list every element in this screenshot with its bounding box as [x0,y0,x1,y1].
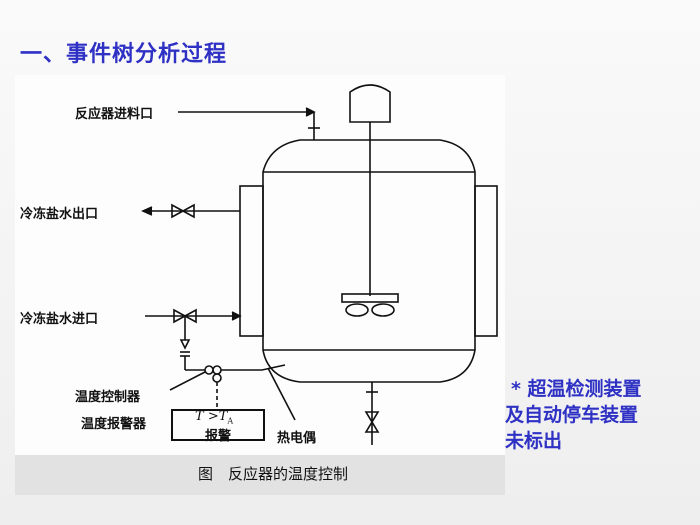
label-temp-controller: 温度控制器 [75,390,141,405]
caption-bar [15,455,505,495]
label-thermocouple: 热电偶 [277,431,317,446]
alarm-text: 报警 [205,429,232,444]
jacket-left [239,185,264,337]
note-text: * 超温检测装置 及自动停车装置 未标出 [505,376,642,454]
note-line: 未标出 [505,430,563,452]
jacket-right [474,185,498,337]
impeller [341,293,399,303]
figure-caption: 图 反应器的温度控制 [198,465,349,483]
motor [349,84,391,123]
reactor-schematic [141,84,498,445]
slide-title: 一、事件树分析过程 [20,42,228,67]
note-line: * 超温检测装置 [511,378,642,400]
note-line: 及自动停车装置 [505,404,639,426]
label-brine-inlet: 冷冻盐水进口 [20,312,99,327]
vessel-body [262,139,476,383]
label-temp-alarm: 温度报警器 [81,417,147,432]
label-feed-inlet: 反应器进料口 [75,107,154,122]
reactor-diagram: 反应器进料口 冷冻盐水出口 冷冻盐水进口 温度控制器 温度报警器 T >TA 报… [15,75,505,455]
alarm-condition: T >TA [195,409,234,426]
label-brine-outlet: 冷冻盐水出口 [20,207,99,222]
